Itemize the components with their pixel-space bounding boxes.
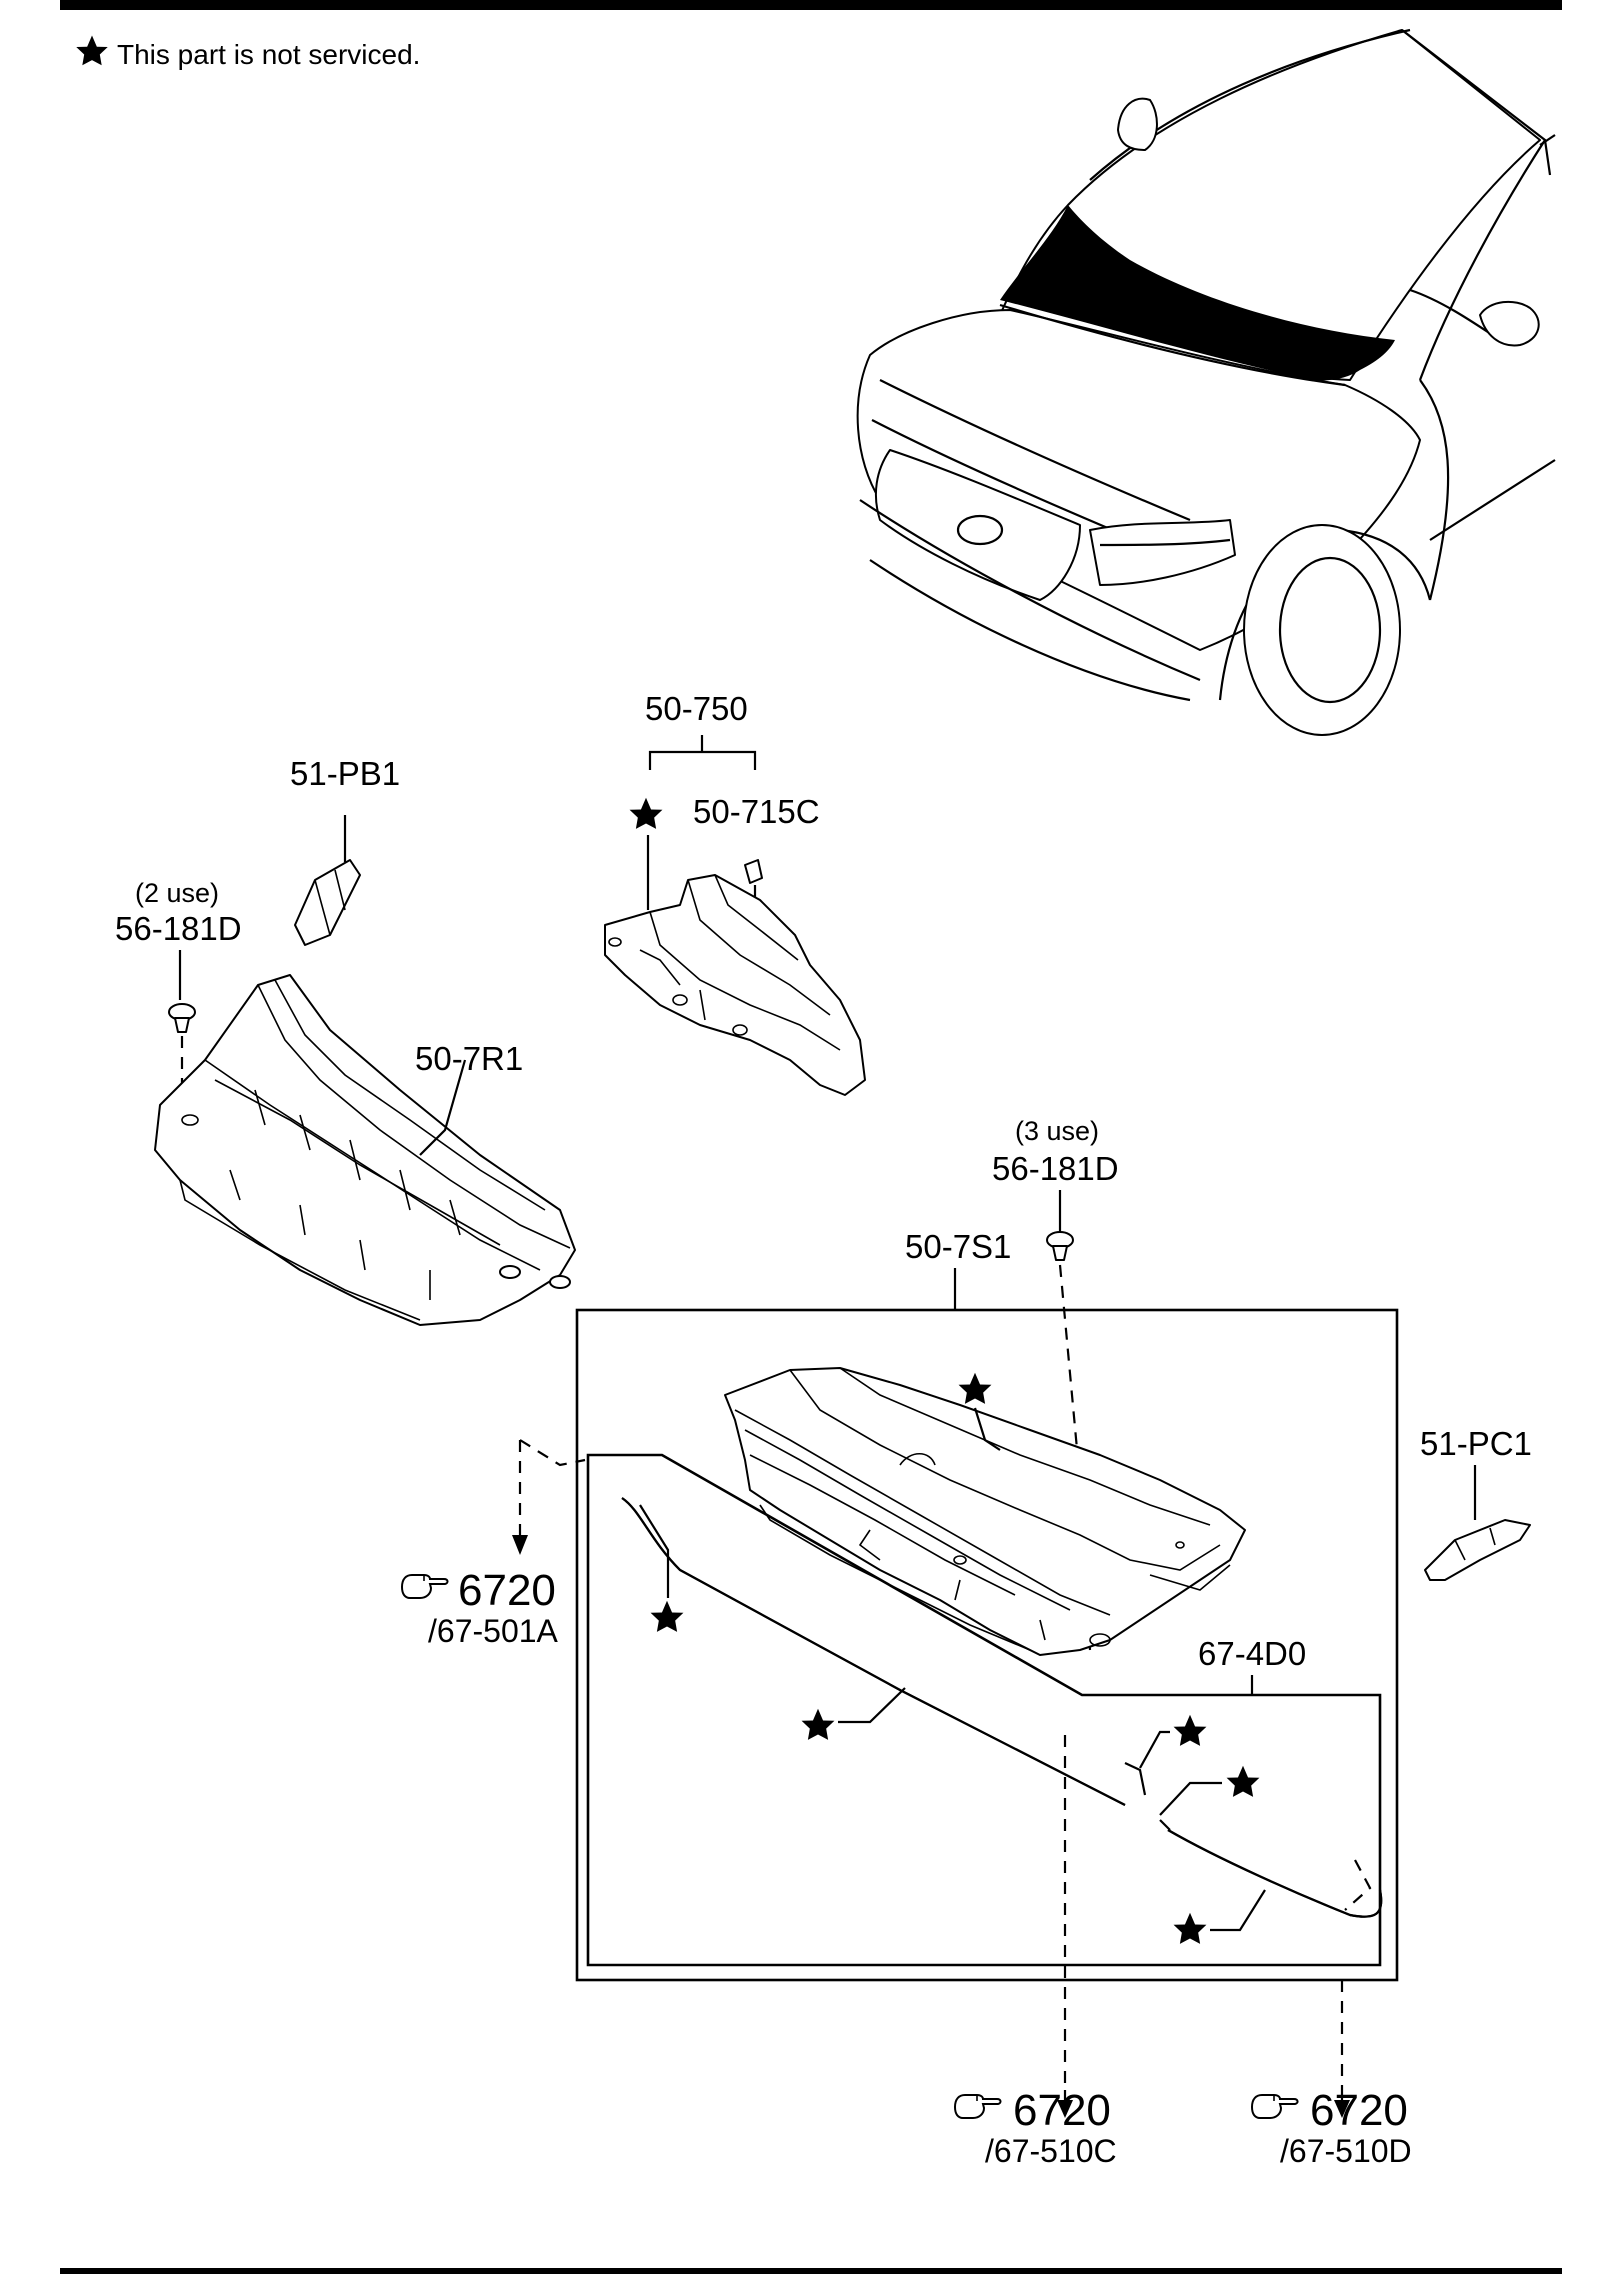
star-icon — [958, 1372, 992, 1404]
label-qty-2-use: (2 use) — [135, 878, 219, 908]
reference-67-501a[interactable]: 6720 /67-501A — [401, 1566, 559, 1649]
not-serviced-note: This part is not serviced. — [117, 39, 420, 70]
part-50-7s1 — [724, 1367, 1246, 1656]
clip-fastener-left — [168, 1003, 196, 1033]
label-67-4d0: 67-4D0 — [1198, 1635, 1306, 1672]
label-51-pb1: 51-PB1 — [290, 755, 400, 792]
hand-pointer-icon — [954, 2094, 1002, 2119]
label-50-7s1: 50-7S1 — [905, 1228, 1011, 1265]
clip-fastener-right — [1046, 1231, 1074, 1261]
clip-50-715c — [744, 859, 763, 884]
hand-pointer-icon — [1251, 2094, 1299, 2119]
hand-pointer-icon — [401, 1574, 449, 1599]
label-50-7r1: 50-7R1 — [415, 1040, 523, 1077]
reference-67-510c[interactable]: 6720 /67-510C — [954, 2086, 1117, 2169]
reference-sub: /67-510D — [1280, 2133, 1412, 2169]
label-50-715c: 50-715C — [693, 793, 820, 830]
reference-number: 6720 — [1310, 2086, 1408, 2135]
reference-sub: /67-501A — [428, 1613, 559, 1649]
vehicle-overview — [856, 28, 1556, 736]
star-icon — [629, 797, 663, 829]
label-50-750: 50-750 — [645, 690, 748, 727]
bottom-border-rule — [60, 2268, 1562, 2274]
part-67-4d0-hoses — [621, 1497, 1383, 1918]
reference-sub: /67-510C — [985, 2133, 1117, 2169]
reference-number: 6720 — [1013, 2086, 1111, 2135]
assembly-frame-50-7s1 — [575, 1308, 1399, 1982]
reference-number: 6720 — [458, 1566, 556, 1615]
assembly-frame-67-4d0 — [586, 1453, 1382, 1967]
part-51-pc1 — [1424, 1519, 1531, 1581]
part-50-7r1 — [154, 974, 576, 1326]
star-icon — [1173, 1912, 1207, 1944]
part-51-pb1 — [294, 815, 361, 946]
star-icon — [650, 1600, 684, 1632]
cowl-highlight — [1000, 205, 1395, 381]
reference-67-510d[interactable]: 6720 /67-510D — [1251, 2086, 1412, 2169]
top-border-rule — [60, 0, 1562, 10]
label-qty-3-use: (3 use) — [1015, 1116, 1099, 1146]
star-icon — [1226, 1765, 1260, 1797]
star-icon — [801, 1708, 835, 1740]
star-icon — [1173, 1714, 1207, 1746]
part-50-750 — [604, 874, 866, 1096]
label-51-pc1: 51-PC1 — [1420, 1425, 1532, 1462]
label-56-181d-left: 56-181D — [115, 910, 242, 947]
star-icon — [76, 35, 108, 66]
label-56-181d-right: 56-181D — [992, 1150, 1119, 1187]
